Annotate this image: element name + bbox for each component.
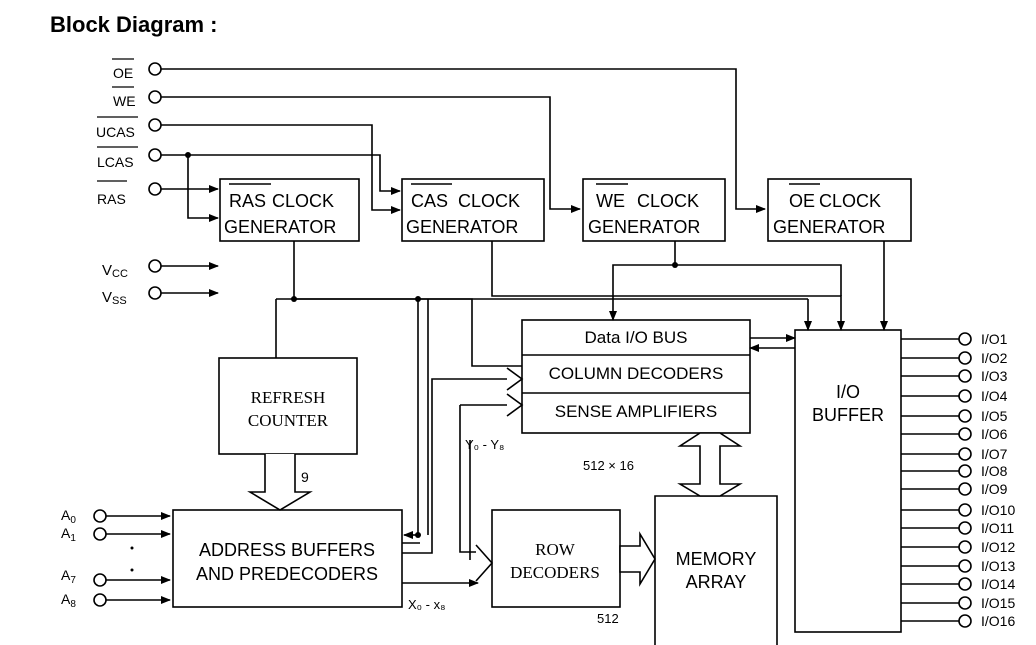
memory-label: MEMORY: [676, 549, 757, 569]
addr-a7-label: A7: [61, 567, 76, 586]
io-buffer-label-1: I/O: [836, 382, 860, 402]
vcc-pin-circle: [148, 259, 162, 273]
io-pin-circle: [958, 332, 972, 346]
io-pin-circle: [958, 409, 972, 423]
io-pin-circle: [958, 427, 972, 441]
io-pin-group: I/O1I/O2I/O3I/O4I/O5I/O6I/O7I/O8I/O9I/O1…: [901, 331, 1015, 629]
addr-a0-label: A0: [61, 507, 76, 526]
io-pin-label: I/O11: [981, 520, 1014, 536]
ras-generator-label: GENERATOR: [224, 217, 336, 237]
io-pin-label: I/O2: [981, 350, 1008, 366]
decoder-stack-box: [521, 319, 751, 434]
addr-a1-label: A1: [61, 525, 76, 544]
oe-pin-circle: [148, 62, 162, 76]
address-buffers-label-1: ADDRESS BUFFERS: [199, 540, 375, 560]
io-pin-label: I/O3: [981, 368, 1008, 384]
cas-clock-generator-box: [401, 178, 545, 242]
io-pin-circle: [958, 464, 972, 478]
io-pin-circle: [958, 596, 972, 610]
io-pin-circle: [958, 389, 972, 403]
oe-generator-label: GENERATOR: [773, 217, 885, 237]
address-buffers-label-2: AND PREDECODERS: [196, 564, 378, 584]
cas-generator-label: GENERATOR: [406, 217, 518, 237]
column-decoders-label: COLUMN DECODERS: [549, 364, 724, 383]
io-pin-circle: [958, 577, 972, 591]
we-generator-label: GENERATOR: [588, 217, 700, 237]
sense-amplifiers-label: SENSE AMPLIFIERS: [555, 402, 718, 421]
io-pin-label: I/O10: [981, 502, 1015, 518]
io-pin-circle: [958, 351, 972, 365]
y-range-label: Y₀ - Y₈: [465, 437, 504, 452]
row-label: ROW: [535, 540, 576, 559]
we-clock-generator-box: [582, 178, 726, 242]
io-pin-label: I/O5: [981, 408, 1008, 424]
io-pin-label: I/O15: [981, 595, 1015, 611]
oe-pin-label: OE: [113, 65, 133, 81]
lcas-pin-circle: [148, 148, 162, 162]
io-pin-circle: [958, 447, 972, 461]
array-label: ARRAY: [686, 572, 747, 592]
we-pin-circle: [148, 90, 162, 104]
io-pin-label: I/O9: [981, 481, 1008, 497]
io-buffer-label-2: BUFFER: [812, 405, 884, 425]
size-512x16-label: 512 × 16: [583, 458, 634, 473]
x-range-label: X₀ - x₈: [408, 597, 446, 612]
io-pin-circle: [958, 559, 972, 573]
io-pin-label: I/O6: [981, 426, 1008, 442]
ucas-pin-circle: [148, 118, 162, 132]
vcc-pin-label: VCC: [102, 262, 128, 280]
bus-width-9: 9: [301, 469, 309, 485]
io-pin-label: I/O7: [981, 446, 1008, 462]
io-pin-label: I/O12: [981, 539, 1015, 555]
ras-pin-label: RAS: [97, 191, 126, 207]
data-io-bus-label: Data I/O BUS: [585, 328, 688, 347]
decoders-label: DECODERS: [510, 563, 600, 582]
io-pin-circle: [958, 482, 972, 496]
io-pin-label: I/O16: [981, 613, 1015, 629]
address-buffers-box: [172, 509, 403, 608]
addr-a8-label: A8: [61, 591, 76, 610]
io-pin-label: I/O1: [981, 331, 1008, 347]
io-pin-circle: [958, 521, 972, 535]
size-512-label: 512: [597, 611, 619, 626]
ras-clock-generator-box: [219, 178, 360, 242]
vss-pin-circle: [148, 286, 162, 300]
we-pin-label: WE: [113, 93, 136, 109]
ucas-pin-label: UCAS: [96, 124, 135, 140]
ras-pin-circle: [148, 182, 162, 196]
counter-label: COUNTER: [248, 411, 329, 430]
memory-array-box: [654, 495, 778, 645]
diagram-title: Block Diagram :: [50, 12, 218, 37]
vss-pin-label: VSS: [102, 289, 127, 307]
io-pin-label: I/O4: [981, 388, 1008, 404]
io-buffer-box: [794, 329, 902, 633]
oe-clock-generator-box: [767, 178, 912, 242]
lcas-pin-label: LCAS: [97, 154, 134, 170]
refresh-label: REFRESH: [251, 388, 326, 407]
io-pin-circle: [958, 614, 972, 628]
io-pin-circle: [958, 503, 972, 517]
io-pin-label: I/O13: [981, 558, 1015, 574]
io-pin-label: I/O14: [981, 576, 1015, 592]
io-pin-circle: [958, 540, 972, 554]
io-pin-circle: [958, 369, 972, 383]
io-pin-label: I/O8: [981, 463, 1008, 479]
